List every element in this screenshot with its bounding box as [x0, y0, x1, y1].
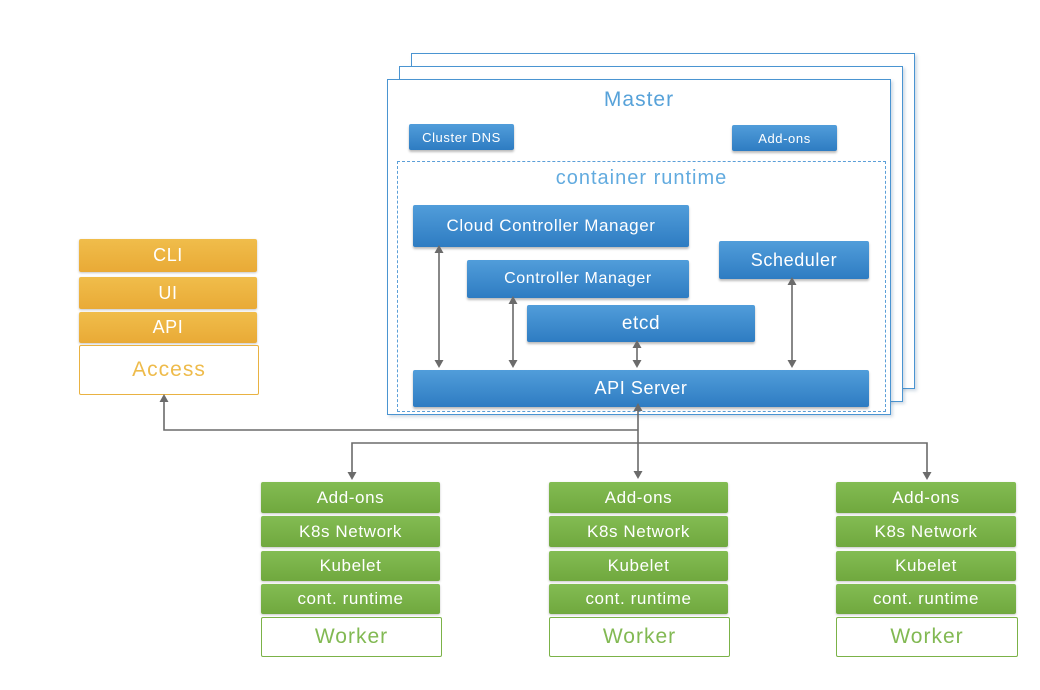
master-addons-box: Add-ons [732, 125, 837, 151]
controller-manager-box: Controller Manager [467, 260, 689, 298]
container-runtime-box: container runtime Cloud Controller Manag… [397, 161, 886, 412]
etcd-box: etcd [527, 305, 755, 342]
cloud-controller-manager-box: Cloud Controller Manager [413, 205, 689, 247]
worker-k8s-network-box: K8s Network [836, 516, 1016, 547]
worker-addons-box: Add-ons [261, 482, 440, 513]
cli-box: CLI [79, 239, 257, 272]
scheduler-box: Scheduler [719, 241, 869, 279]
worker-k8s-network-box: K8s Network [261, 516, 440, 547]
worker-box: Worker [836, 617, 1018, 657]
worker-box: Worker [261, 617, 442, 657]
cluster-dns-box: Cluster DNS [409, 124, 514, 150]
master-title: Master [603, 88, 675, 111]
master-box: Master Cluster DNS Add-ons container run… [387, 79, 891, 415]
worker-kubelet-box: Kubelet [261, 551, 440, 581]
worker-k8s-network-box: K8s Network [549, 516, 728, 547]
worker-cont-runtime-box: cont. runtime [549, 584, 728, 614]
worker-addons-box: Add-ons [836, 482, 1016, 513]
access-box: Access [79, 345, 259, 395]
ui-box: UI [79, 277, 257, 309]
api-box: API [79, 312, 257, 343]
worker-cont-runtime-box: cont. runtime [261, 584, 440, 614]
container-runtime-title: container runtime [555, 167, 728, 189]
worker-kubelet-box: Kubelet [549, 551, 728, 581]
worker-kubelet-box: Kubelet [836, 551, 1016, 581]
api-server-box: API Server [413, 370, 869, 407]
worker-box: Worker [549, 617, 730, 657]
worker-cont-runtime-box: cont. runtime [836, 584, 1016, 614]
worker-addons-box: Add-ons [549, 482, 728, 513]
